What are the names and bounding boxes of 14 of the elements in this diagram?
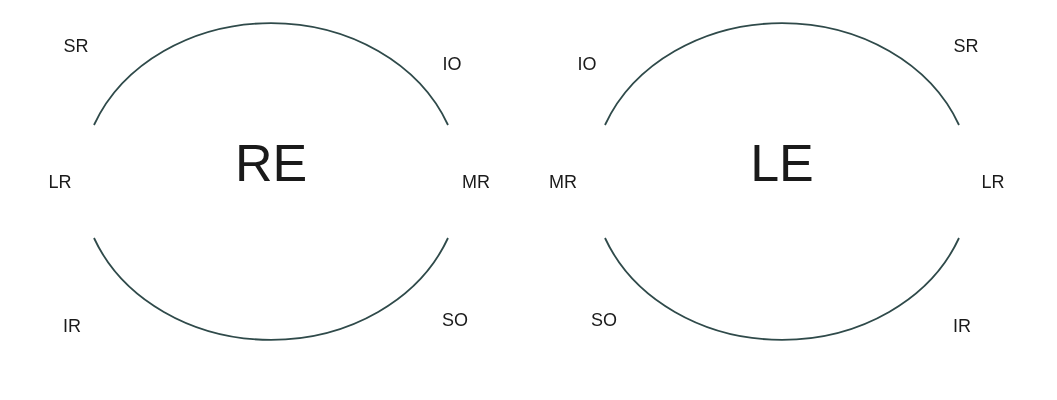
muscle-label: IR <box>953 317 971 335</box>
muscle-label: LR <box>981 173 1005 191</box>
muscle-label: LR <box>48 173 72 191</box>
muscle-label: SR <box>953 37 979 55</box>
muscle-label: IR <box>63 317 81 335</box>
muscle-label: MR <box>549 173 577 191</box>
muscle-label: MR <box>462 173 490 191</box>
muscle-label: SR <box>63 37 89 55</box>
muscle-label: SO <box>591 311 617 329</box>
eye-label: RE <box>234 137 308 189</box>
muscle-label: IO <box>442 55 462 73</box>
eye-label: LE <box>750 137 814 189</box>
muscle-label: IO <box>577 55 597 73</box>
muscle-label: SO <box>442 311 468 329</box>
